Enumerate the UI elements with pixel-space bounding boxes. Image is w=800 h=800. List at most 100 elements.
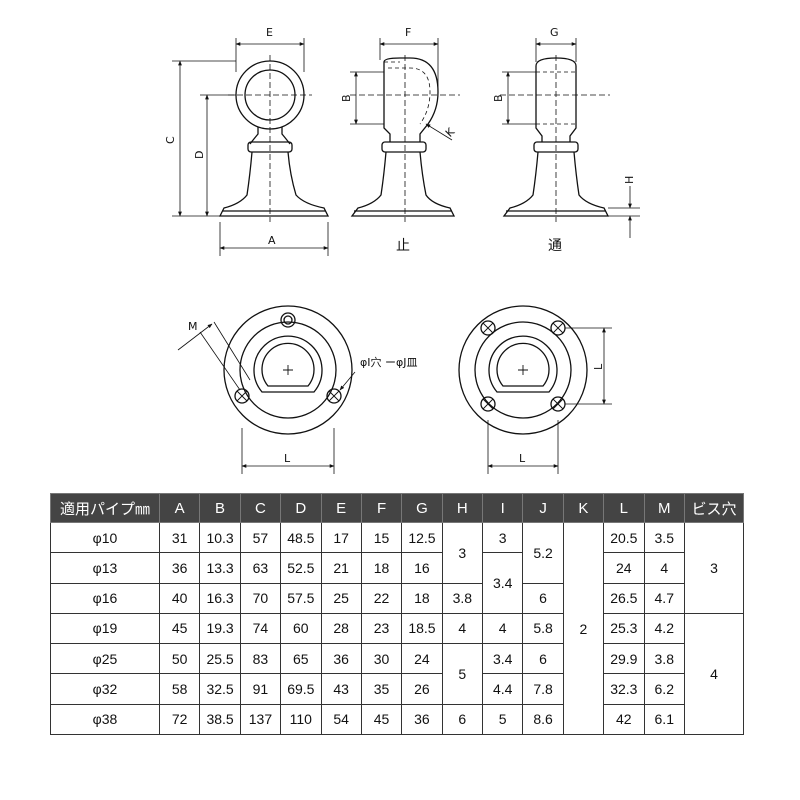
cell-I: 4 [481,612,524,645]
cell-L: 32.3 [603,673,645,705]
pipe-size-cell: φ32 [50,673,160,705]
cell-screw-holes: 3 [684,522,744,614]
header-cell: M [643,493,685,523]
cell-L: 20.5 [603,521,645,554]
cell-J: 7.8 [522,673,564,705]
label-B-stop: B [340,94,353,102]
cell-screw-holes: 4 [684,612,744,736]
technical-drawing: E C D A F B K [164,26,640,474]
header-cell: J [522,493,564,523]
cell-A: 40 [158,582,201,614]
label-G: G [550,26,559,39]
label-D: D [193,151,206,159]
cell-M: 6.2 [643,673,685,705]
cell-B: 25.5 [199,643,241,675]
cell-D: 48.5 [280,521,322,554]
hole-callout: φI穴 ーφJ皿 [360,355,418,369]
bottom-view-through [458,305,612,474]
table-row: φ16 40 16.3 70 57.5 25 22 18 3.8 6 26.5 … [50,582,744,614]
label-L-stop: L [284,452,291,465]
cell-D: 52.5 [280,552,322,584]
cell-B: 10.3 [199,521,241,554]
cell-I: 4.4 [481,673,524,705]
header-cell: 適用パイプ㎜ [50,493,160,523]
cell-D: 65 [280,643,322,675]
cell-A: 45 [158,612,201,645]
header-cell: C [239,493,282,523]
table-row: φ25 50 25.5 83 65 36 30 24 5 3.4 6 29.9 … [50,643,744,705]
cell-J: 5.2 [522,522,564,584]
cell-J: 5.8 [522,612,564,645]
cell-C: 57 [239,521,282,554]
cell-E: 54 [320,703,362,736]
table-row: φ19 45 19.3 74 60 28 23 18.5 4 4 5.8 25.… [50,612,744,736]
label-through: 通 [548,238,562,254]
cell-I: 3.4 [481,552,524,614]
header-cell: ビス穴 [684,493,744,523]
cell-A: 58 [158,673,201,705]
table-header-row: 適用パイプ㎜ A B C D E F G H I J K L M ビス穴 [50,493,744,523]
side-view-stop [350,38,460,222]
cell-C: 74 [239,612,282,645]
cell-I: 3.4 [481,643,524,675]
table-row: φ13 36 13.3 63 52.5 21 18 16 3.4 24 4 [50,552,744,614]
cell-L: 29.9 [603,643,645,675]
table-row: φ32 58 32.5 91 69.5 43 35 26 4.4 7.8 32.… [50,673,744,705]
cell-C: 70 [239,582,282,614]
cell-M: 3.8 [643,643,685,675]
cell-A: 31 [158,521,201,554]
cell-A: 36 [158,552,201,584]
cell-G: 26 [401,673,443,705]
cell-M: 4 [643,552,685,584]
cell-F: 45 [360,703,403,736]
side-view-through [500,38,640,238]
label-C: C [164,136,177,144]
cell-G: 18.5 [401,612,443,645]
cell-B: 13.3 [199,552,241,584]
cell-H: 4 [441,612,484,645]
cell-E: 36 [320,643,362,675]
header-cell: K [562,493,605,523]
cell-I: 5 [481,703,524,736]
cell-F: 30 [360,643,403,675]
cell-F: 23 [360,612,403,645]
cell-J: 6 [522,643,564,675]
cell-D: 69.5 [280,673,322,705]
cell-L: 25.3 [603,612,645,645]
label-L-through-vertical: L [592,363,605,370]
front-view [172,38,330,256]
header-cell: B [199,493,241,523]
cell-E: 21 [320,552,362,584]
cell-D: 60 [280,612,322,645]
cell-K: 2 [562,522,605,735]
cell-L: 24 [603,552,645,584]
cell-H: 6 [441,703,484,736]
cell-B: 32.5 [199,673,241,705]
cell-C: 91 [239,673,282,705]
cell-B: 38.5 [199,703,241,736]
cell-C: 137 [239,703,282,736]
cell-H: 5 [441,643,484,705]
table-row: φ38 72 38.5 137 110 54 45 36 6 5 8.6 42 … [50,703,744,736]
cell-G: 36 [401,703,443,736]
pipe-size-cell: φ38 [50,703,160,736]
header-cell: H [441,493,484,523]
label-K: K [443,125,458,140]
cell-G: 18 [401,582,443,614]
header-cell: L [603,493,645,523]
pipe-size-cell: φ13 [50,552,160,584]
pipe-size-cell: φ10 [50,521,160,554]
cell-E: 28 [320,612,362,645]
cell-F: 35 [360,673,403,705]
cell-E: 25 [320,582,362,614]
cell-M: 6.1 [643,703,685,736]
cell-G: 12.5 [401,521,443,554]
cell-C: 83 [239,643,282,675]
cell-I: 3 [481,521,524,554]
cell-M: 3.5 [643,521,685,554]
cell-M: 4.2 [643,612,685,645]
cell-L: 26.5 [603,582,645,614]
label-stop: 止 [396,238,410,254]
cell-D: 57.5 [280,582,322,614]
